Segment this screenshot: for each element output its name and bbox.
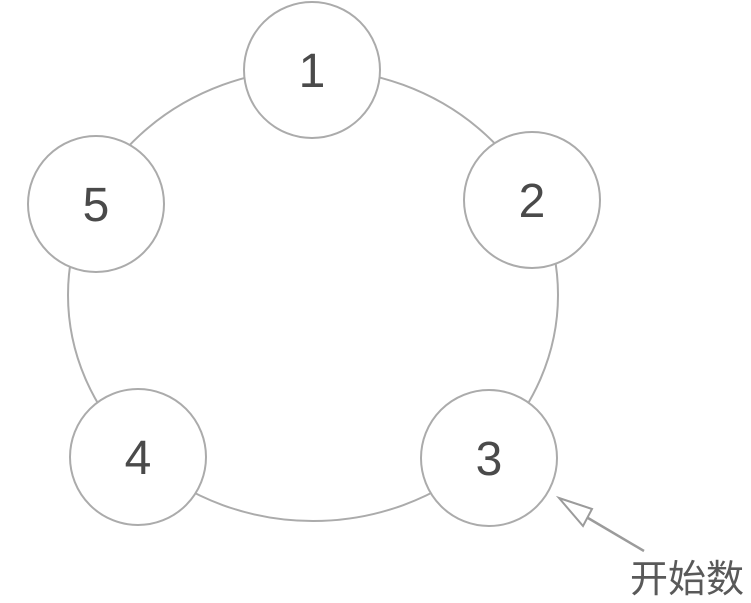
start-label: 开始数 — [630, 559, 744, 601]
node-2-circle — [463, 131, 601, 269]
node-2: 2 — [463, 131, 601, 269]
node-5: 5 — [27, 135, 165, 273]
node-1: 1 — [243, 1, 381, 139]
node-1-circle — [243, 1, 381, 139]
arrow-shaft — [587, 516, 645, 553]
node-2-label: 2 — [519, 175, 546, 228]
node-5-circle — [27, 135, 165, 273]
node-3: 3 — [420, 389, 558, 527]
node-4-circle — [69, 388, 207, 526]
node-4-label: 4 — [125, 432, 152, 485]
node-5-label: 5 — [83, 179, 110, 232]
arrow-head-icon — [555, 495, 594, 528]
node-1-label: 1 — [299, 45, 326, 98]
node-3-circle — [420, 389, 558, 527]
node-4: 4 — [69, 388, 207, 526]
node-3-label: 3 — [476, 433, 503, 486]
start-annotation: 开始数 — [555, 495, 744, 601]
